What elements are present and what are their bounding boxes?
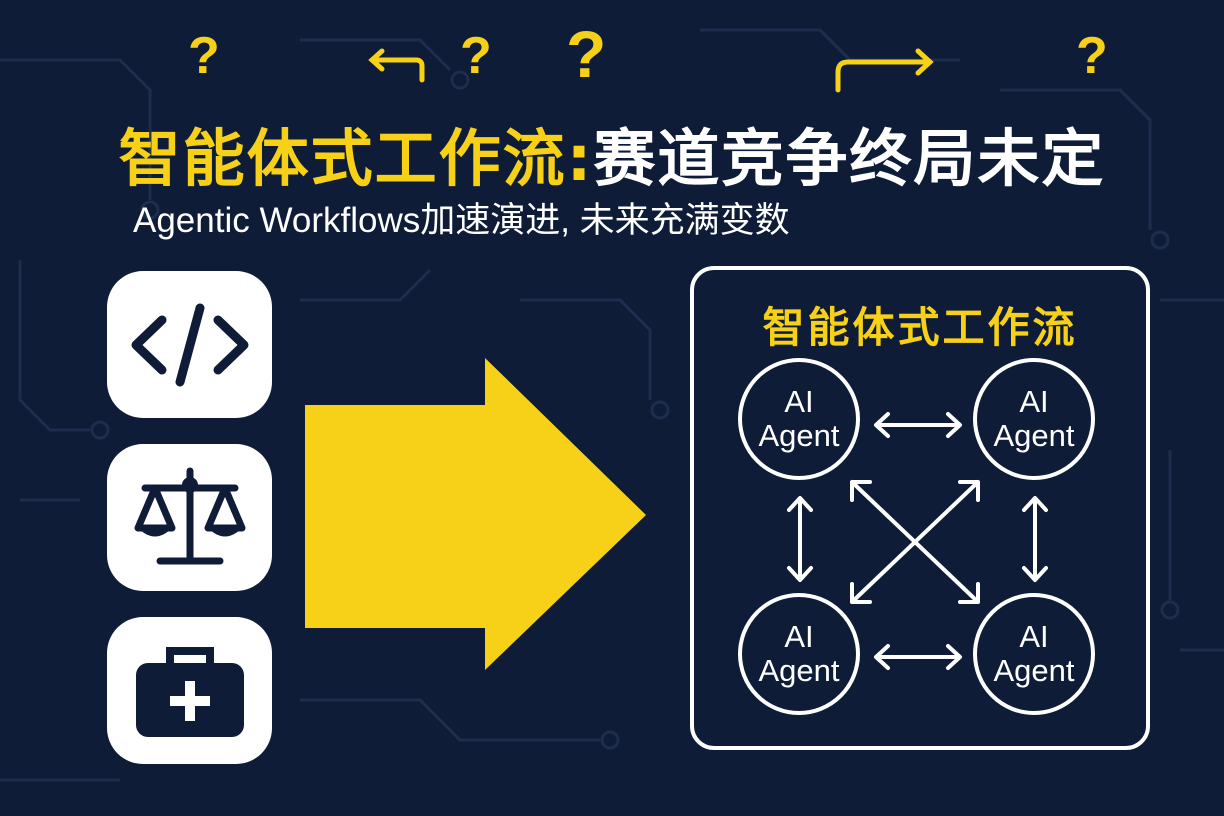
question-mark-decoration: ? bbox=[1076, 27, 1108, 85]
agent-label: Agent bbox=[758, 418, 840, 453]
title-highlight: 智能体式工作流 bbox=[118, 122, 567, 195]
agent-label: AI bbox=[784, 619, 814, 654]
workflow-box-title: 智能体式工作流 bbox=[762, 303, 1078, 352]
subtitle: Agentic Workflows加速演进, 未来充满变数 bbox=[133, 201, 790, 240]
medical-kit-icon bbox=[135, 646, 244, 737]
workflow-box bbox=[690, 266, 1150, 750]
page-title: 智能体式工作流:赛道竞争终局未定 bbox=[0, 108, 1224, 198]
double-arrow-icon bbox=[874, 412, 962, 438]
title-separator: : bbox=[566, 122, 594, 195]
title-rest: 赛道竞争终局未定 bbox=[593, 122, 1106, 195]
big-right-arrow bbox=[305, 358, 646, 670]
code-icon bbox=[131, 303, 248, 386]
scales-icon bbox=[134, 467, 245, 564]
double-arrow-icon bbox=[1022, 496, 1048, 582]
agent-label: Agent bbox=[758, 653, 840, 688]
scales-tile bbox=[107, 444, 272, 591]
agent-label: AI bbox=[784, 384, 814, 419]
agent-label: Agent bbox=[993, 418, 1075, 453]
medical-kit-tile bbox=[107, 617, 272, 764]
agent-label: AI bbox=[1019, 619, 1049, 654]
question-mark-decoration: ? bbox=[566, 17, 607, 91]
curved-arrow-right-icon bbox=[835, 48, 934, 93]
double-arrow-icon bbox=[787, 496, 813, 582]
agent-label: Agent bbox=[993, 653, 1075, 688]
cross-arrow-icon bbox=[850, 480, 980, 604]
question-mark-decoration: ? bbox=[188, 27, 220, 85]
question-mark-decoration: ? bbox=[460, 27, 492, 85]
double-arrow-icon bbox=[874, 644, 962, 670]
agent-label: AI bbox=[1019, 384, 1049, 419]
code-tile bbox=[107, 271, 272, 418]
curved-arrow-left-icon bbox=[368, 48, 425, 83]
